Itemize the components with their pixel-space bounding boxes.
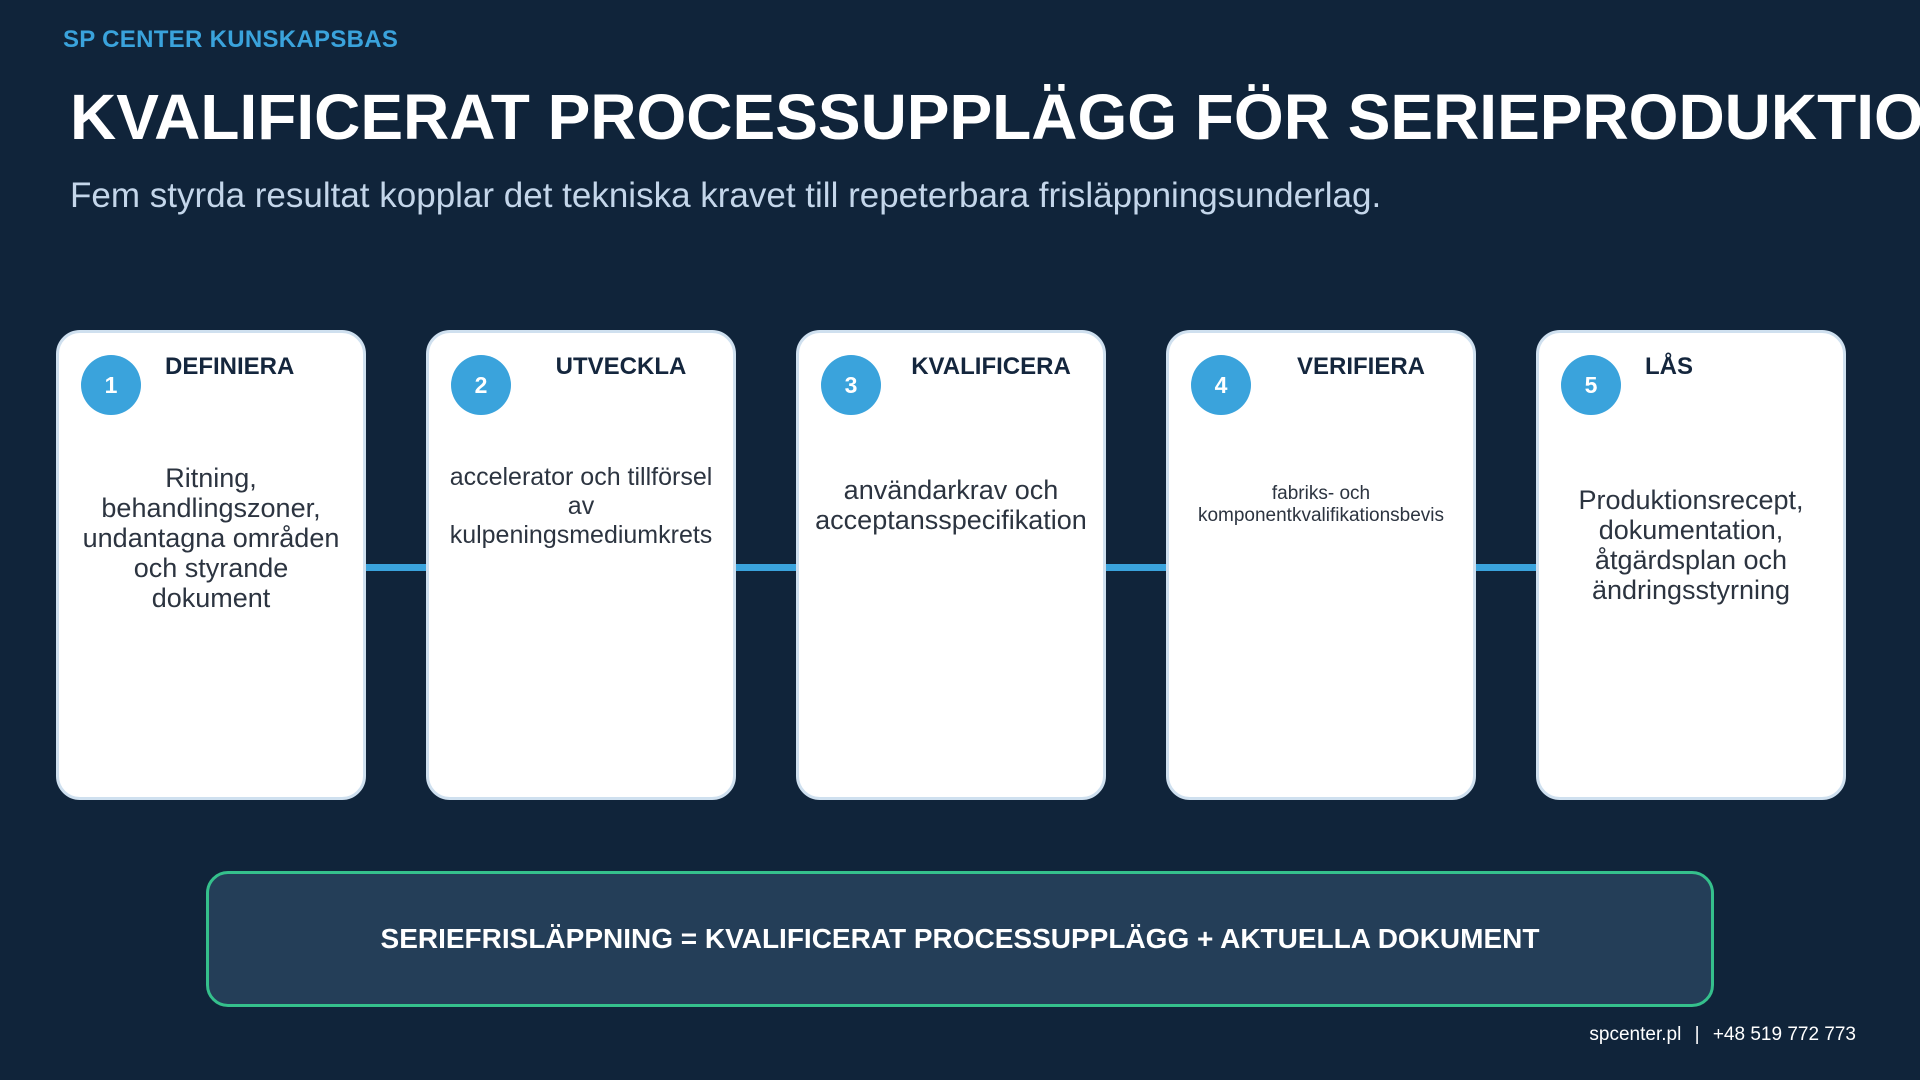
footer-website: spcenter.pl <box>1589 1024 1682 1045</box>
step-label: DEFINIERA <box>165 353 295 380</box>
process-steps: 1 DEFINIERA Ritning, behandlingszoner, u… <box>0 330 1920 800</box>
step-label: UTVECKLA <box>555 353 687 380</box>
step-number-badge: 2 <box>451 355 511 415</box>
page-subtitle: Fem styrda resultat kopplar det tekniska… <box>70 176 1382 215</box>
step-label: LÅS <box>1645 353 1693 380</box>
connector-3-4 <box>1106 564 1168 571</box>
connector-4-5 <box>1476 564 1538 571</box>
footer-separator: | <box>1694 1024 1700 1045</box>
step-number-badge: 3 <box>821 355 881 415</box>
step-card-define: 1 DEFINIERA Ritning, behandlingszoner, u… <box>56 330 366 800</box>
step-number-badge: 5 <box>1561 355 1621 415</box>
step-label: KVALIFICERA <box>911 353 1071 380</box>
step-card-develop: 2 UTVECKLA accelerator och tillförsel av… <box>426 330 736 800</box>
footer-contact: spcenter.pl | +48 519 772 773 <box>1589 1024 1856 1046</box>
brand-label: SP CENTER KUNSKAPSBAS <box>63 26 399 53</box>
connector-1-2 <box>366 564 428 571</box>
formula-banner: SERIEFRISLÄPPNING = KVALIFICERAT PROCESS… <box>206 871 1714 1007</box>
step-description: accelerator och tillförsel av kulpenings… <box>449 463 713 549</box>
step-description: fabriks- och komponentkvalifikationsbevi… <box>1197 483 1445 526</box>
step-description: Ritning, behandlingszoner, undantagna om… <box>82 463 340 613</box>
step-description: användarkrav och acceptansspecifikation <box>815 475 1087 535</box>
step-card-lock: 5 LÅS Produktionsrecept, dokumentation, … <box>1536 330 1846 800</box>
formula-text: SERIEFRISLÄPPNING = KVALIFICERAT PROCESS… <box>380 923 1540 954</box>
step-card-verify: 4 VERIFIERA fabriks- och komponentkvalif… <box>1166 330 1476 800</box>
connector-2-3 <box>736 564 798 571</box>
step-number-badge: 1 <box>81 355 141 415</box>
step-description: Produktionsrecept, dokumentation, åtgärd… <box>1578 485 1804 605</box>
page-title: KVALIFICERAT PROCESSUPPLÄGG FÖR SERIEPRO… <box>70 81 1920 153</box>
footer-phone: +48 519 772 773 <box>1712 1024 1856 1045</box>
step-number-badge: 4 <box>1191 355 1251 415</box>
step-card-qualify: 3 KVALIFICERA användarkrav och acceptans… <box>796 330 1106 800</box>
step-label: VERIFIERA <box>1296 353 1425 380</box>
